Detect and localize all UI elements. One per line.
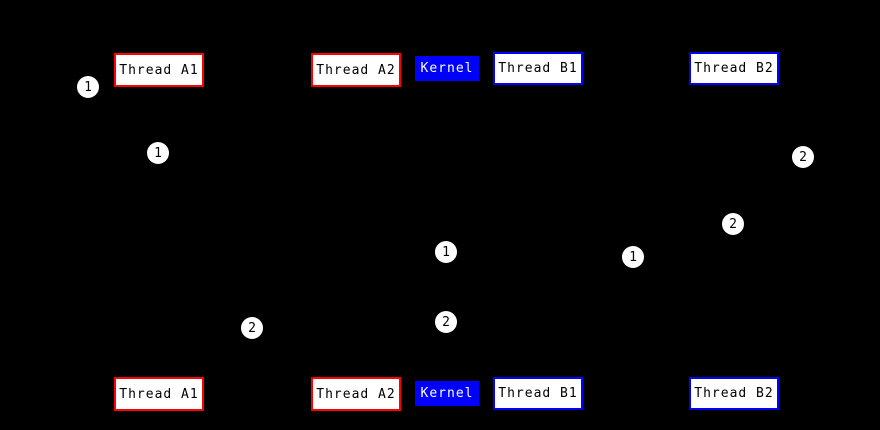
- step-marker-circle: 2: [722, 213, 744, 235]
- participant-box-thread-b1-bottom: Thread B1: [493, 377, 583, 410]
- participant-box-thread-b2-bottom: Thread B2: [689, 377, 779, 410]
- participant-box-kernel-top: Kernel: [415, 56, 479, 81]
- participant-box-kernel-bottom: Kernel: [415, 381, 479, 406]
- participant-box-thread-b2-top: Thread B2: [689, 52, 779, 85]
- step-marker-circle: 1: [147, 142, 169, 164]
- step-marker-circle: 1: [622, 246, 644, 268]
- step-marker-circle: 2: [435, 311, 457, 333]
- participant-box-thread-a1-bottom: Thread A1: [114, 377, 204, 411]
- step-marker-circle: 2: [792, 146, 814, 168]
- participant-box-thread-a1-top: Thread A1: [114, 53, 204, 87]
- step-marker-circle: 1: [435, 241, 457, 263]
- step-marker-circle: 2: [241, 317, 263, 339]
- participant-box-thread-b1-top: Thread B1: [493, 52, 583, 85]
- participant-box-thread-a2-bottom: Thread A2: [311, 377, 401, 411]
- participant-box-thread-a2-top: Thread A2: [311, 53, 401, 87]
- step-marker-circle: 1: [77, 76, 99, 98]
